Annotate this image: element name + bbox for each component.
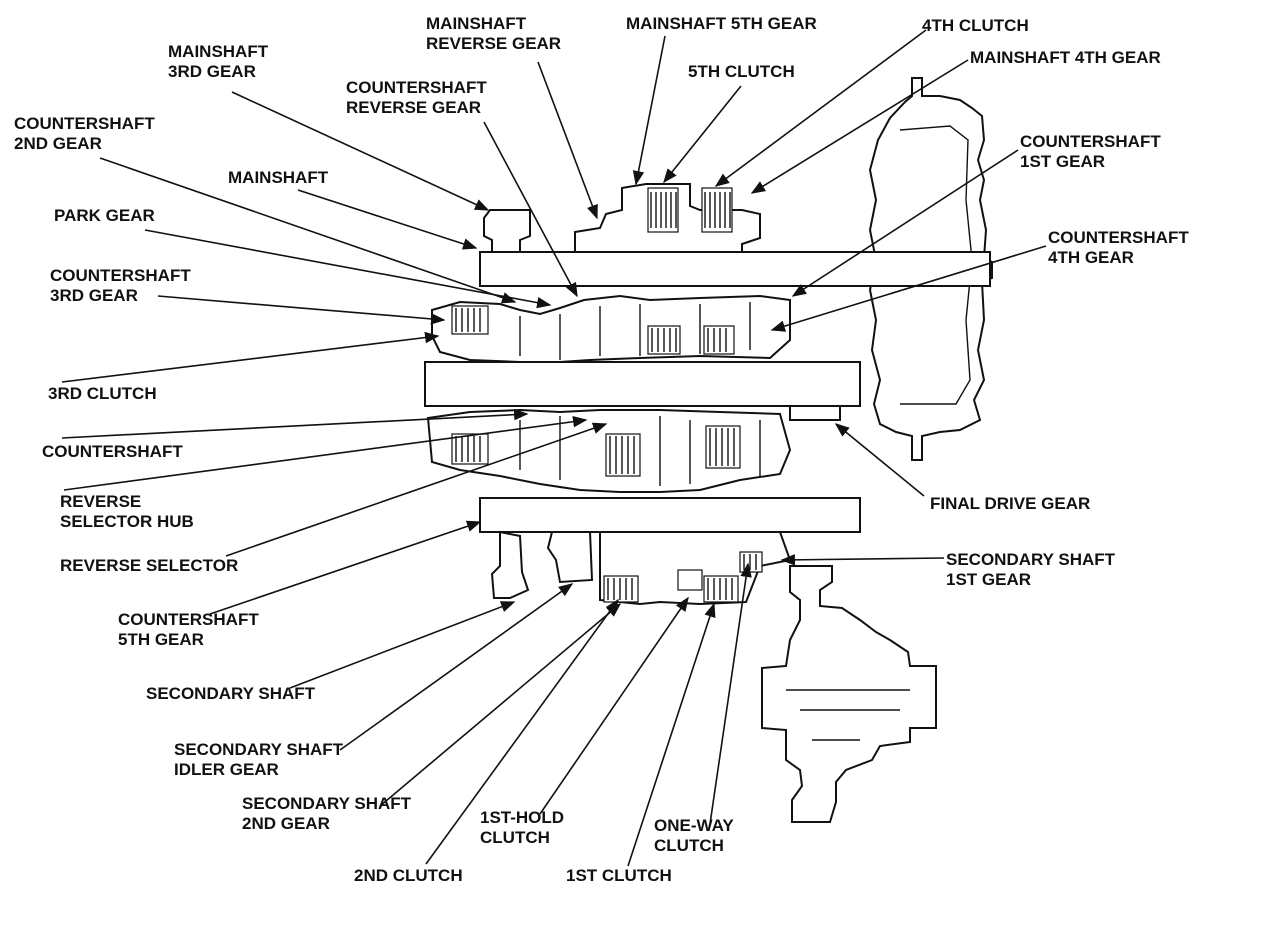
differential-inner (786, 689, 910, 741)
label-reverse-selector-hub: REVERSE SELECTOR HUB (60, 492, 194, 531)
label-mainshaft-reverse-gear: MAINSHAFT REVERSE GEAR (426, 14, 562, 53)
label-reverse-selector: REVERSE SELECTOR (60, 556, 239, 575)
third-clutch-pack-upper (451, 305, 489, 335)
label-mainshaft: MAINSHAFT (228, 168, 329, 187)
leader-lines (61, 29, 1047, 867)
label-countershaft-3rd-gear: COUNTERSHAFT 3RD GEAR (50, 266, 191, 305)
label-countershaft-2nd-gear: COUNTERSHAFT 2ND GEAR (14, 114, 155, 153)
secondary-shaft-body (479, 497, 861, 533)
label-countershaft-5th-gear: COUNTERSHAFT 5TH GEAR (118, 610, 259, 649)
mainshaft-3rd-gear-part (483, 209, 531, 253)
label-5th-clutch: 5TH CLUTCH (688, 62, 795, 81)
fourth-clutch-pack (701, 187, 733, 233)
first-hold-clutch-pack (677, 569, 703, 591)
label-secondary-shaft: SECONDARY SHAFT (146, 684, 316, 703)
label-mainshaft-3rd-gear: MAINSHAFT 3RD GEAR (168, 42, 269, 81)
label-park-gear: PARK GEAR (54, 206, 155, 225)
label-secondary-shaft-idler-gear: SECONDARY SHAFT IDLER GEAR (174, 740, 344, 779)
second-clutch-pack (603, 575, 639, 603)
final-drive-gear-part (789, 405, 841, 421)
label-final-drive-gear: FINAL DRIVE GEAR (930, 494, 1091, 513)
label-mainshaft-5th-gear: MAINSHAFT 5TH GEAR (626, 14, 817, 33)
label-countershaft-4th-gear: COUNTERSHAFT 4TH GEAR (1048, 228, 1189, 267)
differential-housing (761, 565, 937, 823)
label-countershaft: COUNTERSHAFT (42, 442, 183, 461)
fifth-clutch-pack (647, 187, 679, 233)
label-4th-clutch: 4TH CLUTCH (922, 16, 1029, 35)
label-3rd-clutch: 3RD CLUTCH (48, 384, 157, 403)
label-countershaft-1st-gear: COUNTERSHAFT 1ST GEAR (1020, 132, 1161, 171)
secondary-shaft-lower-cluster (490, 530, 530, 599)
label-countershaft-reverse-gear: COUNTERSHAFT REVERSE GEAR (346, 78, 487, 117)
label-2nd-clutch: 2ND CLUTCH (354, 866, 463, 885)
first-clutch-pack (703, 575, 739, 603)
countershaft-body (424, 361, 861, 407)
label-one-way-clutch: ONE-WAY CLUTCH (654, 816, 734, 855)
third-clutch-pack-lower (451, 433, 489, 465)
label-1st-hold-clutch: 1ST-HOLD CLUTCH (480, 808, 565, 847)
label-secondary-shaft-2nd-gear: SECONDARY SHAFT 2ND GEAR (242, 794, 412, 833)
label-secondary-shaft-1st-gear: SECONDARY SHAFT 1ST GEAR (946, 550, 1116, 589)
label-1st-clutch: 1ST CLUTCH (566, 866, 672, 885)
label-mainshaft-4th-gear: MAINSHAFT 4TH GEAR (970, 48, 1161, 67)
